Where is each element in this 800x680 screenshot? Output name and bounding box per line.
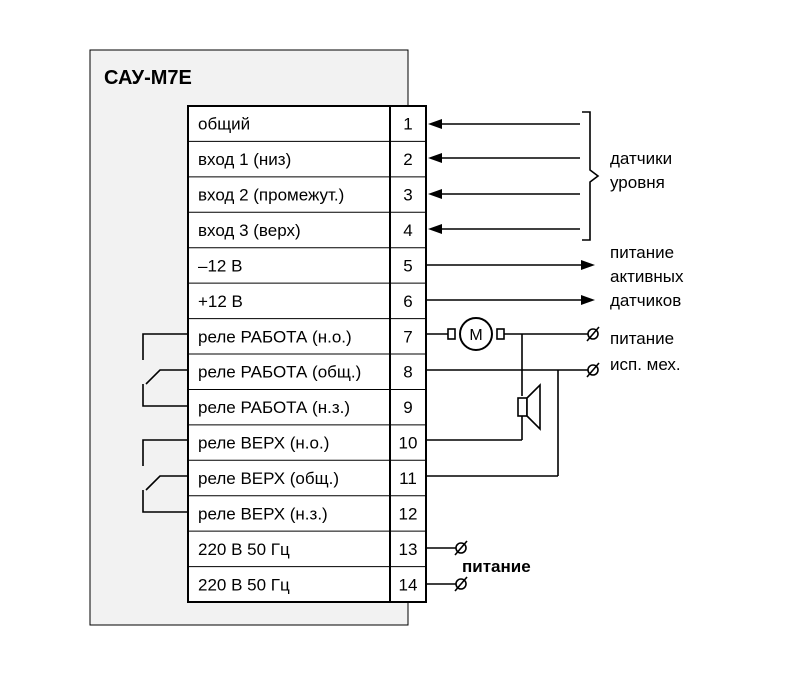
terminal-number-1: 1: [403, 115, 412, 134]
terminal-row-dividers: [188, 140, 426, 568]
terminal-number-9: 9: [403, 398, 412, 417]
terminal-label-9: реле РАБОТА (н.з.): [198, 398, 350, 417]
terminal-label-13: 220 В 50 Гц: [198, 540, 290, 559]
device-title: САУ-М7Е: [104, 67, 192, 89]
terminal-number-13: 13: [399, 540, 418, 559]
motor-circuit: М: [426, 317, 588, 396]
actuator-power-label-line2: исп. мех.: [610, 355, 681, 374]
sensor-power-wires: [426, 260, 595, 305]
terminal-label-12: реле ВЕРХ (н.з.): [198, 504, 328, 523]
terminal-number-10: 10: [399, 434, 418, 453]
terminal-label-1: общий: [198, 115, 250, 134]
terminal-label-8: реле РАБОТА (общ.): [198, 363, 361, 382]
terminal-number-6: 6: [403, 292, 412, 311]
terminal-number-7: 7: [403, 327, 412, 346]
relay-work-contact-icon: [142, 333, 188, 407]
sensor-power-label-line2: активных: [610, 267, 684, 286]
relay-common-wire: [426, 369, 588, 477]
terminal-number-4: 4: [403, 221, 412, 240]
motor-symbol: М: [469, 327, 482, 344]
level-sensors-brace: [582, 111, 600, 241]
motor-icon: [459, 317, 493, 351]
actuator-terminal-bottom: [586, 362, 600, 378]
terminal-label-3: вход 2 (промежут.): [198, 186, 344, 205]
terminal-number-11: 11: [399, 469, 417, 488]
actuator-power-label-line1: питание: [610, 329, 674, 348]
terminal-rows: общий 1 вход 1 (низ) 2 вход 2 (промежут.) 3 вх…: [198, 115, 417, 595]
speaker-icon: [426, 383, 541, 441]
terminal-label-7: реле РАБОТА (н.о.): [198, 327, 352, 346]
sensor-power-label-line3: датчиков: [610, 291, 681, 310]
level-sensors-label-line1: датчики: [610, 149, 672, 168]
terminal-label-6: +12 В: [198, 292, 243, 311]
terminal-number-14: 14: [399, 575, 418, 594]
level-sensor-wires: [428, 119, 580, 234]
terminal-label-5: –12 В: [198, 256, 242, 275]
terminal-number-3: 3: [403, 186, 412, 205]
terminal-label-14: 220 В 50 Гц: [198, 575, 290, 594]
mains-power-label: питание: [462, 557, 531, 576]
relay-top-contact-icon: [142, 439, 188, 513]
terminal-label-4: вход 3 (верх): [198, 221, 301, 240]
terminal-number-8: 8: [403, 363, 412, 382]
terminal-label-2: вход 1 (низ): [198, 150, 291, 169]
terminal-label-11: реле ВЕРХ (общ.): [198, 469, 339, 488]
mains-power-wires: [426, 540, 468, 592]
terminal-label-10: реле ВЕРХ (н.о.): [198, 434, 329, 453]
terminal-number-2: 2: [403, 150, 412, 169]
terminal-number-12: 12: [399, 504, 418, 523]
terminal-number-5: 5: [403, 256, 412, 275]
actuator-terminal-top: [586, 326, 600, 342]
level-sensors-label-line2: уровня: [610, 173, 665, 192]
sensor-power-label-line1: питание: [610, 243, 674, 262]
